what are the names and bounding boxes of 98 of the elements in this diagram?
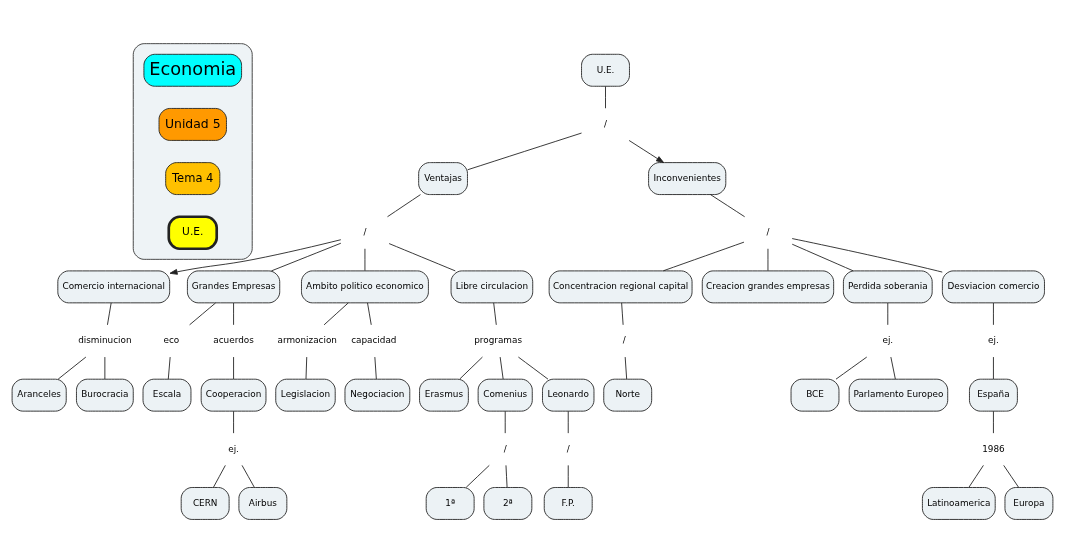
connector <box>213 464 226 488</box>
connector <box>993 356 994 380</box>
node-text: disminucion <box>78 335 132 346</box>
node-box: Comenius <box>477 378 533 412</box>
node-text: / <box>622 335 626 346</box>
node-box: Unidad 5 <box>158 108 227 141</box>
node-box: F.P. <box>543 487 593 520</box>
connector <box>710 194 746 218</box>
node-text: programas <box>474 335 523 346</box>
node-box: Tema 4 <box>165 162 221 195</box>
connector <box>624 356 628 380</box>
connector <box>1003 464 1019 488</box>
connector <box>271 242 342 272</box>
connector <box>367 302 372 326</box>
node-text: ej. <box>228 443 239 454</box>
node-box: 1ª <box>425 487 475 520</box>
connector <box>305 356 308 380</box>
node-text: / <box>363 226 367 237</box>
connector <box>459 356 483 380</box>
node-text: / <box>503 443 507 454</box>
node-box: Creacion grandes empresas <box>701 270 835 304</box>
node-text: / <box>604 118 608 129</box>
node-box: Europa <box>1004 487 1054 520</box>
node-text: / <box>566 443 570 454</box>
connector <box>233 356 234 380</box>
node-box: BCE <box>790 378 840 412</box>
node-text: armonizacion <box>277 335 337 346</box>
connector <box>364 248 366 272</box>
node-box: Grandes Empresas <box>186 270 281 304</box>
connector <box>621 302 624 326</box>
connector <box>323 302 349 326</box>
node-box: 2ª <box>483 487 533 520</box>
connector <box>387 194 421 218</box>
node-box: U.E. <box>167 215 219 251</box>
node-text: eco <box>163 335 180 346</box>
node-box: Inconvenientes <box>648 162 727 195</box>
node-box: Norte <box>603 378 653 412</box>
node-box: Libre circulacion <box>450 270 534 304</box>
node-box: Leonardo <box>542 378 595 412</box>
connector <box>167 356 171 380</box>
connector <box>993 410 994 434</box>
node-box: Cooperacion <box>200 378 267 412</box>
connector <box>517 356 549 380</box>
connector <box>241 464 255 488</box>
node-box: Latinoamerica <box>921 487 996 520</box>
node-box: Desviacion comercio <box>941 270 1045 304</box>
connector <box>605 85 606 109</box>
connector <box>968 464 984 488</box>
node-box: Ventajas <box>418 162 468 195</box>
connector <box>767 248 769 272</box>
node-text: capacidad <box>351 335 397 346</box>
node-box: Aranceles <box>11 378 67 412</box>
connector <box>465 464 490 488</box>
node-box: Erasmus <box>419 378 469 412</box>
cluster <box>132 43 253 260</box>
node-text: 1986 <box>982 443 1005 454</box>
node-box: Comercio internacional <box>57 270 171 304</box>
node-box: España <box>969 378 1018 412</box>
connector <box>189 302 217 326</box>
connector <box>662 241 745 272</box>
node-box: Negociacion <box>344 378 411 412</box>
connector <box>505 464 508 488</box>
node-box: CERN <box>180 487 230 520</box>
connector <box>233 302 234 326</box>
connector <box>57 356 87 380</box>
node-box: Concentracion regional capital <box>548 270 693 304</box>
connector <box>791 243 854 272</box>
node-box: Burocracia <box>76 378 134 412</box>
connector <box>233 410 234 434</box>
node-box: U.E. <box>581 53 630 87</box>
node-box: Economia <box>143 53 242 87</box>
node-text: acuerdos <box>213 335 254 346</box>
connector <box>835 356 868 380</box>
node-box: Ambito politico economico <box>301 270 429 304</box>
connector <box>890 356 896 380</box>
arrow <box>169 239 342 275</box>
node-box: Parlamento Europeo <box>848 378 949 412</box>
arrow <box>628 140 665 163</box>
connector <box>467 132 582 171</box>
connector <box>493 302 497 326</box>
node-text: ej. <box>988 335 999 346</box>
connector <box>993 302 994 326</box>
connector <box>374 356 377 380</box>
connector <box>567 464 569 488</box>
connector <box>504 410 506 434</box>
node-text: ej. <box>882 335 894 346</box>
node-text: / <box>766 226 770 237</box>
node-box: Legislacion <box>275 378 336 412</box>
connector <box>567 410 569 434</box>
connector <box>791 238 943 273</box>
connector <box>499 356 504 380</box>
node-box: Airbus <box>238 487 288 520</box>
connector <box>107 302 112 326</box>
connector <box>104 356 106 380</box>
node-box: Escala <box>142 378 192 412</box>
connector <box>388 243 456 272</box>
node-box: Perdida soberania <box>842 270 933 304</box>
connector <box>887 302 889 326</box>
